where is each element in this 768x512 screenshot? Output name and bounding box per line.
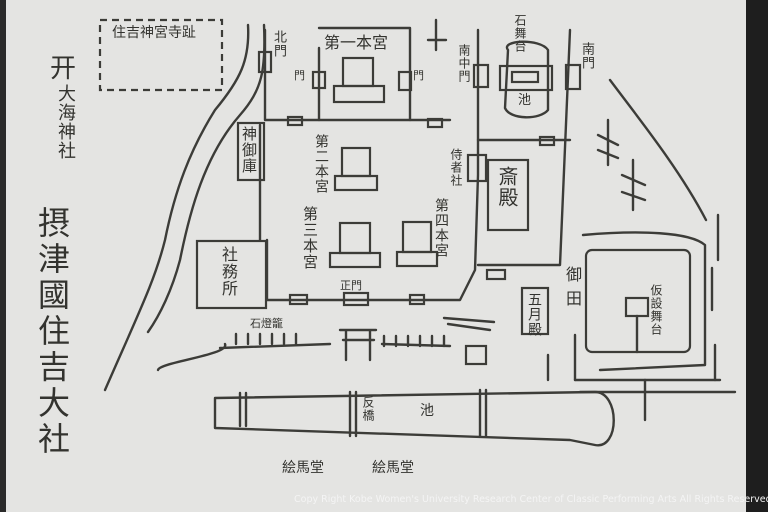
hatched-bridge [442,316,496,332]
east-road-curve [608,78,708,222]
temple-ruins-outline [98,18,224,92]
torii-icon: 开 [50,54,77,84]
label-attendant-shrine: 侍者社 [449,148,463,187]
label-office: 社務所 [219,246,238,297]
fence-gate [286,115,304,127]
north-gate [257,50,273,74]
label-south-middle-gate: 南中門 [457,44,471,83]
label-side-shrine: 大海神社 [55,84,76,160]
large-pond [213,390,615,447]
main-gate [342,291,370,307]
label-rice-field: 御田 [563,266,582,314]
office [195,239,268,310]
label-second-shrine: 第二本宮 [313,134,329,194]
gate-left [311,70,327,90]
hall-sai [486,158,530,232]
east-road [573,378,737,394]
arched-bridge-posts [238,388,488,438]
label-arched-bridge: 反橋 [361,396,375,422]
label-large-pond: 池 [420,403,434,419]
fourth-shrine-base [395,250,439,268]
first-shrine-honden [341,56,375,88]
label-north-gate: 北門 [271,30,286,58]
trees [426,18,720,422]
label-gate-right: 門 [413,69,424,82]
west-road [103,23,250,392]
label-south-gate: 南門 [579,42,594,70]
third-shrine-base [328,251,382,269]
label-ema-hall-2: 絵馬堂 [372,460,414,476]
fence-gate [485,268,507,281]
label-temp-stage: 仮設舞台 [649,284,663,336]
photo-dark-edge [746,0,768,512]
label-main-gate: 正門 [340,279,362,292]
page-title: 摂津國住吉大社 [33,206,71,458]
stone-lanterns [234,332,446,348]
fourth-shrine-honden [401,220,433,254]
south-gate [564,63,582,91]
third-shrine-honden [338,221,372,255]
fence-gate [538,135,556,147]
fence-gate [408,293,426,306]
label-ema-hall-1: 絵馬堂 [282,460,324,476]
wall-north [263,28,452,122]
label-stone-stage: 石舞台 [513,14,527,53]
label-third-shrine: 第三本宮 [301,206,319,270]
may-hall [520,286,550,336]
copyright-notice: Copy Right Kobe Women's University Resea… [294,494,768,505]
label-gate-left: 門 [294,69,305,82]
second-shrine-base [333,174,379,192]
label-may-hall: 五月殿 [526,292,542,337]
label-first-shrine: 第一本宮 [324,33,389,52]
label-temple-ruins: 住吉神宮寺趾 [112,25,196,41]
label-lanterns: 石燈籠 [250,317,283,330]
label-fourth-shrine: 第四本宮 [433,198,449,258]
stone-stage [498,64,554,92]
fence-gate [426,117,444,129]
gate-right [397,70,413,92]
label-hall-sai: 斎殿 [495,166,519,208]
torii [338,328,378,362]
small-building [464,344,488,366]
storehouse [236,121,266,182]
label-small-pond: 池 [518,93,532,108]
approach-path [156,342,452,372]
attendant-shrine [466,153,488,183]
stone-stage-inner [510,70,540,84]
west-road-inner [146,23,266,334]
small-pond [503,40,550,119]
temp-stage [624,296,650,318]
second-shrine-honden [340,146,372,178]
south-middle-gate [472,63,490,89]
rice-field-path [581,231,707,372]
first-shrine-base [332,84,386,104]
label-storehouse: 神御庫 [240,126,258,174]
fence-gate [288,293,309,306]
